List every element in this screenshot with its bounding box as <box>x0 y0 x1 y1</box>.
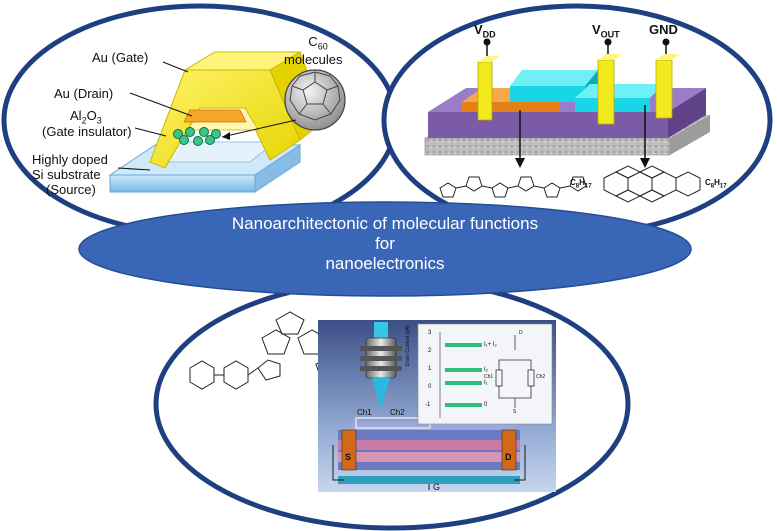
label-vdd: VDD <box>474 22 496 40</box>
inset-tick-1: 1 <box>428 366 432 372</box>
electrode-vout <box>597 38 622 125</box>
inset-circuit-d: D <box>519 330 523 336</box>
label-c8h17-left: C8H17 <box>570 178 592 190</box>
arrowhead <box>222 132 230 140</box>
label-drain: D <box>505 452 512 462</box>
label-vout: VOUT <box>592 22 620 40</box>
device-stack <box>338 417 528 484</box>
label-c60-molecules: molecules <box>284 52 343 67</box>
panel-left-c60-transistor <box>1 3 399 237</box>
au-drain-pad <box>183 109 247 123</box>
label-gate: G <box>433 482 441 492</box>
arrowhead <box>640 158 650 168</box>
molecule-arrows <box>519 105 646 160</box>
label-ch1: Ch1 <box>357 408 372 417</box>
center-title-ellipse <box>78 201 692 297</box>
label-al2o3: Al2O3 <box>70 108 102 126</box>
label-gate-insulator: (Gate insulator) <box>42 124 132 139</box>
inset-circuit-ch2: Ch2 <box>536 374 546 380</box>
label-substrate-1: Highly doped <box>32 152 108 167</box>
inset-axis-label: Drain Current (pA) <box>405 325 411 366</box>
center-title-line3: nanoelectronics <box>325 254 445 273</box>
label-au-gate: Au (Gate) <box>92 50 149 65</box>
c60-fullerene-icon <box>284 69 346 131</box>
label-c8h17-right: C8H17 <box>705 178 727 190</box>
sexithiophene-structure <box>439 176 587 198</box>
label-gnd: GND <box>649 22 678 37</box>
inset-level-zero: 0 <box>484 402 488 408</box>
inset-tick-3: 3 <box>428 330 432 336</box>
electrode-gnd <box>655 38 680 119</box>
label-leader-lines <box>117 61 297 171</box>
inset-tick-0: 0 <box>428 384 432 390</box>
label-substrate-2: Si substrate <box>32 167 101 182</box>
arrowhead <box>515 158 525 168</box>
c60-molecules-in-gap <box>173 127 221 146</box>
panel-right-organic-inverter <box>381 3 773 237</box>
stm-tip-icon <box>360 322 402 410</box>
panel-bottom-stm-device <box>153 277 631 531</box>
electrode-vdd <box>477 38 500 121</box>
inset-level-i2: I₂ <box>484 367 488 373</box>
inset-circuit-ch1: Ch1 <box>484 374 494 380</box>
label-substrate-3: (Source) <box>46 182 96 197</box>
inset-tick-neg1: -1 <box>425 402 431 408</box>
stm-device-illustration <box>318 320 556 492</box>
inset-circuit-s: S <box>513 409 517 415</box>
inset-level-sum: I₁+ I₂ <box>484 342 497 348</box>
label-source: S <box>345 452 352 462</box>
center-title: Nanoarchitectonic of molecular functions… <box>150 214 620 274</box>
center-title-line2: for <box>375 234 395 253</box>
label-au-drain: Au (Drain) <box>54 86 114 101</box>
center-title-line1: Nanoarchitectonic of molecular functions <box>231 214 539 233</box>
inset-tick-2: 2 <box>428 348 432 354</box>
label-ch2: Ch2 <box>390 408 405 417</box>
inset-level-i1: I₁ <box>484 380 488 386</box>
bias-circuit <box>332 445 526 490</box>
ptcdi-c8-structure <box>603 165 701 203</box>
current-levels-inset <box>417 323 553 425</box>
label-c60: C60 <box>308 34 328 52</box>
